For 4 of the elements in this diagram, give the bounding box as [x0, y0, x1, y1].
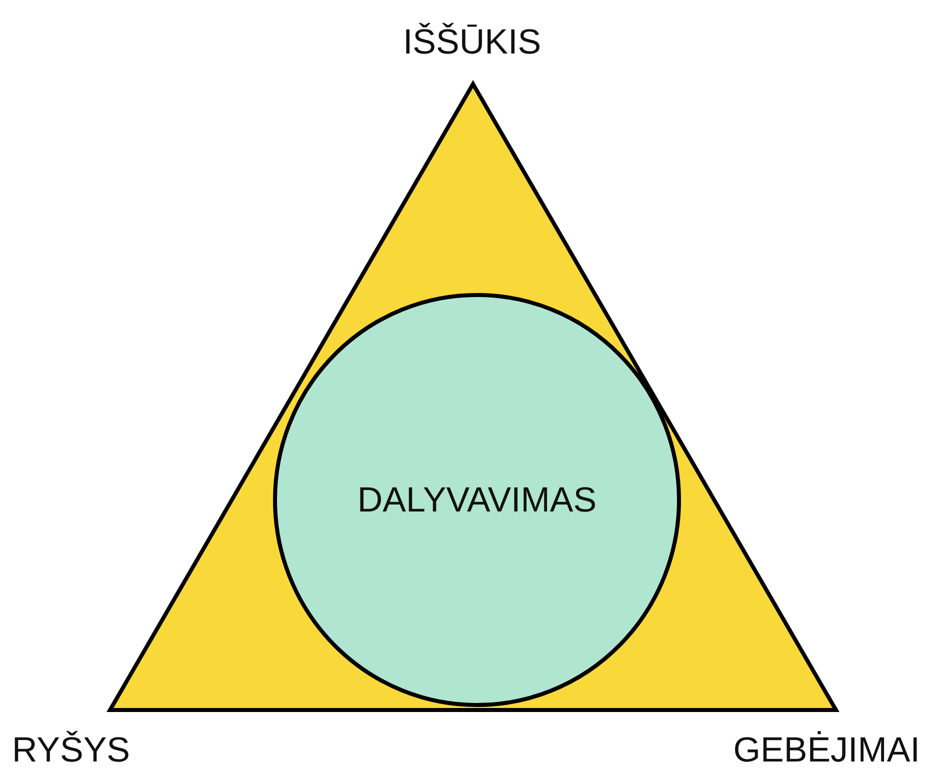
corner-label: IŠŠŪKIS [402, 24, 542, 60]
corner-label: RYŠYS [12, 732, 130, 768]
corner-label: GEBĖJIMAI [733, 732, 920, 768]
circle-label: DALYVAVIMAS [357, 482, 597, 518]
